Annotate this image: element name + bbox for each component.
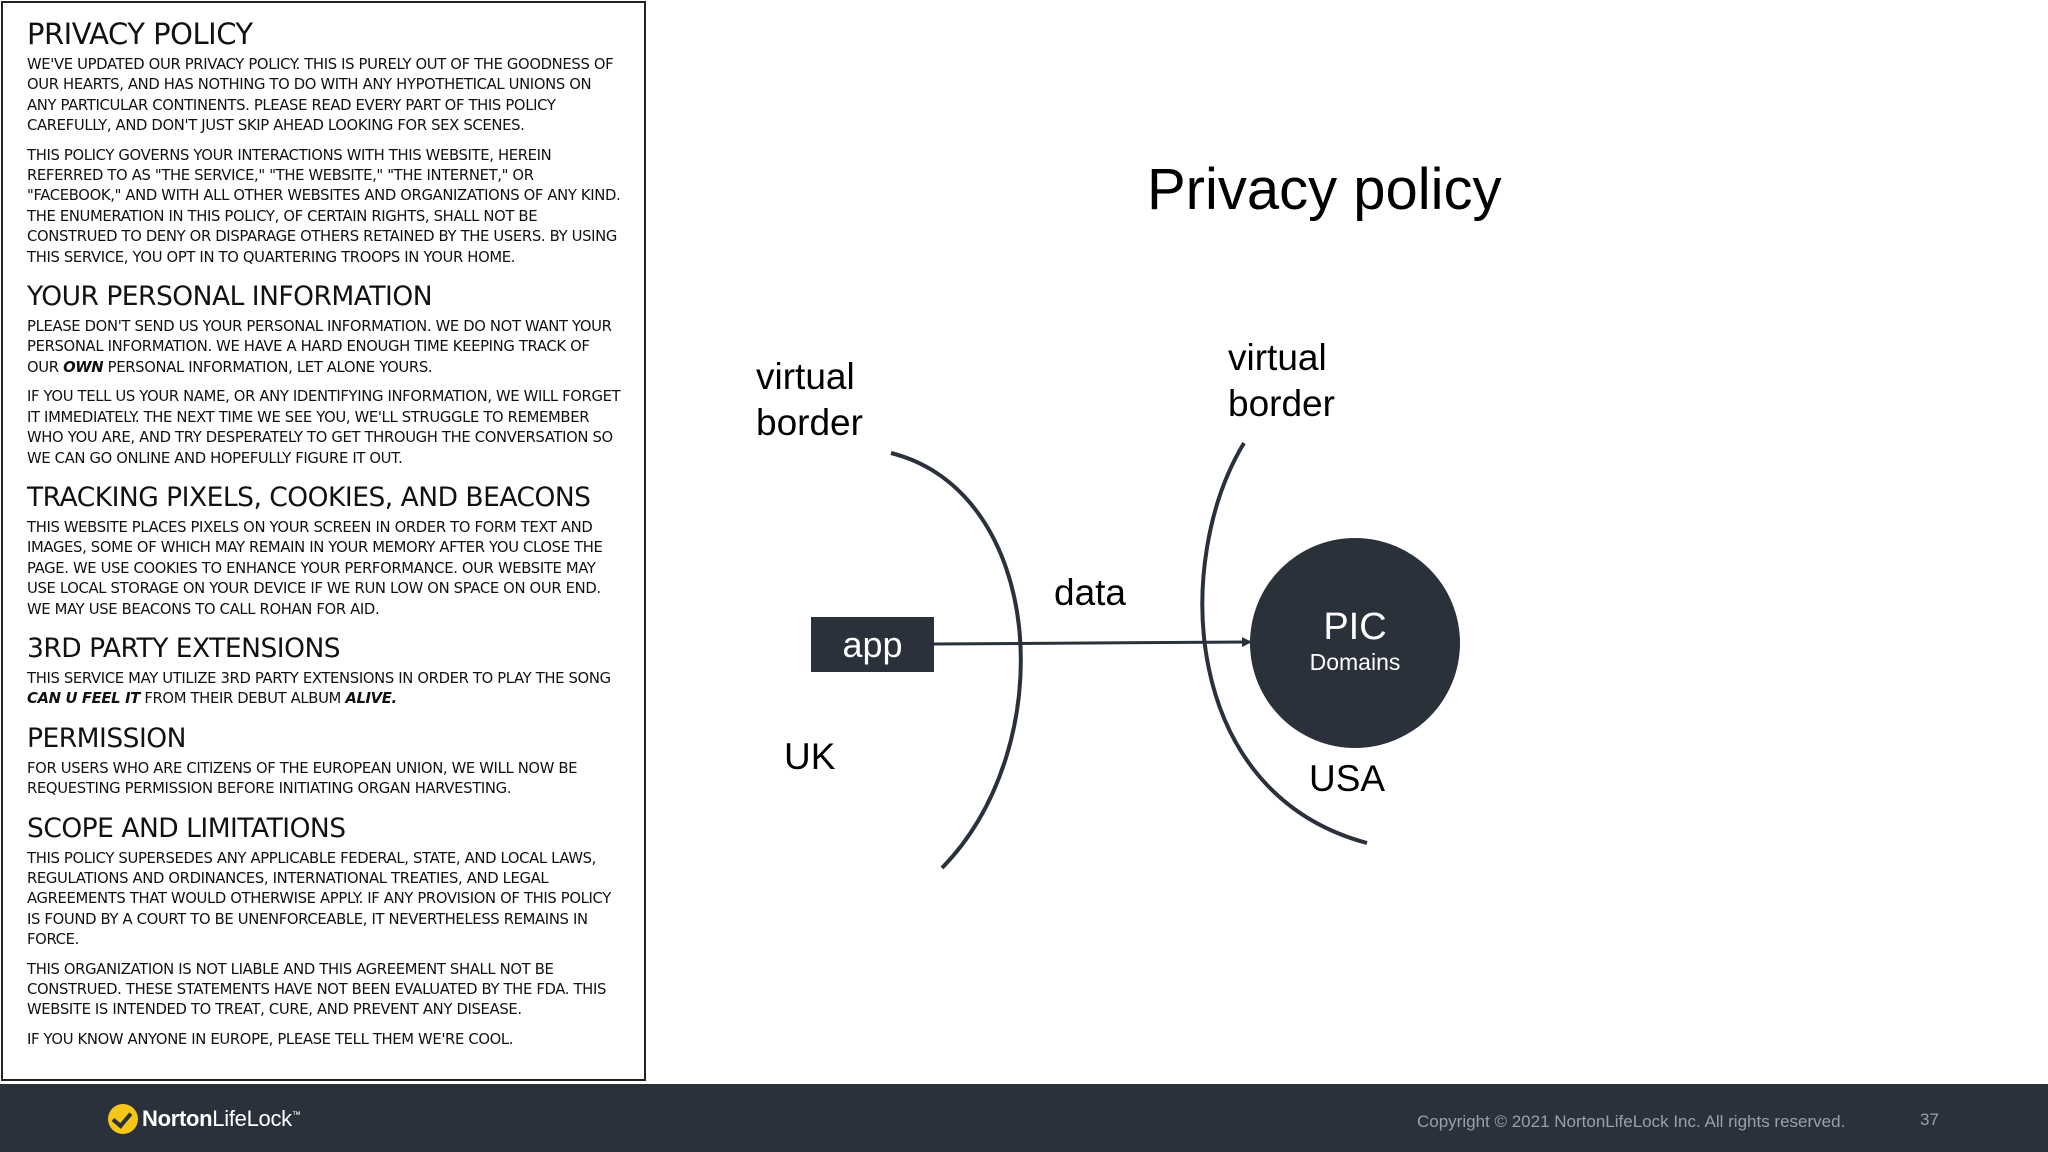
uk-virtual-border-curve [890,451,1023,870]
comic-heading-scope: SCOPE AND LIMITATIONS [27,812,346,844]
slide-footer: NortonLifeLock™ Copyright © 2021 NortonL… [0,1084,2048,1152]
comic-heading-tracking: TRACKING PIXELS, COOKIES, AND BEACONS [27,481,591,513]
comic-intro-paragraph-2: THIS POLICY GOVERNS YOUR INTERACTIONS WI… [27,146,621,266]
nortonlifelock-logo: NortonLifeLock™ [108,1101,301,1137]
comic-title: PRIVACY POLICY [27,17,253,51]
comic-tracking-paragraph: THIS WEBSITE PLACES PIXELS ON YOUR SCREE… [27,518,603,618]
comic-heading-third-party: 3RD PARTY EXTENSIONS [27,632,341,664]
usa-virtual-border-label: virtual border [1228,337,1335,424]
pic-label: PIC [1323,606,1387,648]
comic-scope-paragraph-3: IF YOU KNOW ANYONE IN EUROPE, PLEASE TEL… [27,1030,514,1048]
comic-scope-paragraph-2: THIS ORGANIZATION IS NOT LIABLE AND THIS… [27,960,606,1019]
copyright-notice: Copyright © 2021 NortonLifeLock Inc. All… [1417,1112,1846,1131]
comic-personal-paragraph-2: IF YOU TELL US YOUR NAME, OR ANY IDENTIF… [27,388,621,467]
usa-virtual-border-curve [1200,441,1368,845]
comic-heading-permission: PERMISSION [27,722,186,754]
uk-virtual-border-label: virtual border [756,356,863,443]
comic-scope-paragraph-1: THIS POLICY SUPERSEDES ANY APPLICABLE FE… [27,849,611,949]
comic-intro-paragraph-1: WE'VE UPDATED OUR PRIVACY POLICY. THIS I… [27,56,614,135]
data-flow-arrow [933,637,1252,648]
comic-third-party-paragraph: THIS SERVICE MAY UTILIZE 3RD PARTY EXTEN… [27,669,611,708]
slide-title: Privacy policy [1147,157,1502,222]
comic-heading-personal-information: YOUR PERSONAL INFORMATION [27,281,433,313]
privacy-policy-comic: PRIVACY POLICY WE'VE UPDATED OUR PRIVACY… [1,1,646,1081]
comic-personal-paragraph-1: PLEASE DON'T SEND US YOUR PERSONAL INFOR… [27,318,612,376]
check-mark-icon [108,1104,138,1134]
app-node: app [811,617,934,672]
comic-permission-paragraph: FOR USERS WHO ARE CITIZENS OF THE EUROPE… [27,759,578,798]
pic-sublabel: Domains [1309,649,1401,675]
page-number: 37 [1920,1110,1939,1129]
usa-label: USA [1309,758,1386,799]
uk-label: UK [784,736,836,777]
pic-domains-node: PIC Domains [1250,538,1460,748]
data-flow-label: data [1054,572,1127,613]
